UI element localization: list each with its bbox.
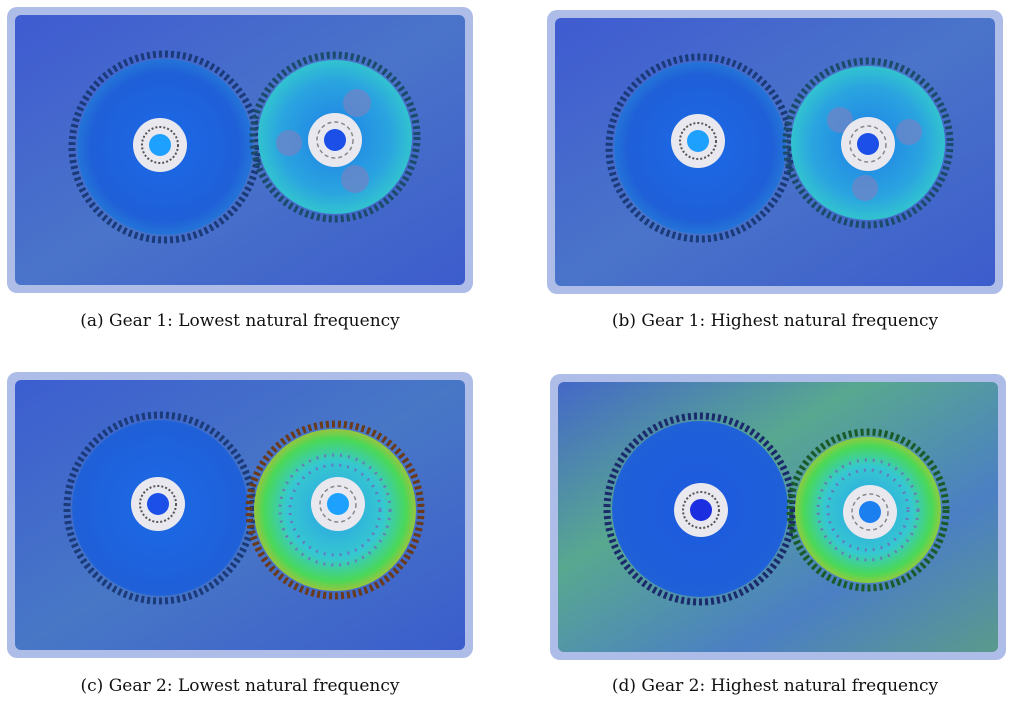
gear-1-teeth xyxy=(68,50,262,244)
gear-2-teeth xyxy=(249,51,421,223)
panel-b-image xyxy=(547,10,1003,294)
caption-d: (d) Gear 2: Highest natural frequency xyxy=(611,676,939,696)
caption-b: (b) Gear 1: Highest natural frequency xyxy=(611,311,939,331)
panel-b-simulation xyxy=(545,8,1005,296)
panel-a-image xyxy=(7,7,473,293)
panel-c-simulation xyxy=(5,370,475,660)
panel-d-image xyxy=(550,374,1006,660)
panel-d-simulation xyxy=(548,372,1008,662)
panel-c-image xyxy=(7,372,473,658)
caption-a: (a) Gear 1: Lowest natural frequency xyxy=(80,311,400,331)
caption-c: (c) Gear 2: Lowest natural frequency xyxy=(80,676,400,696)
panel-a-simulation xyxy=(5,5,475,295)
